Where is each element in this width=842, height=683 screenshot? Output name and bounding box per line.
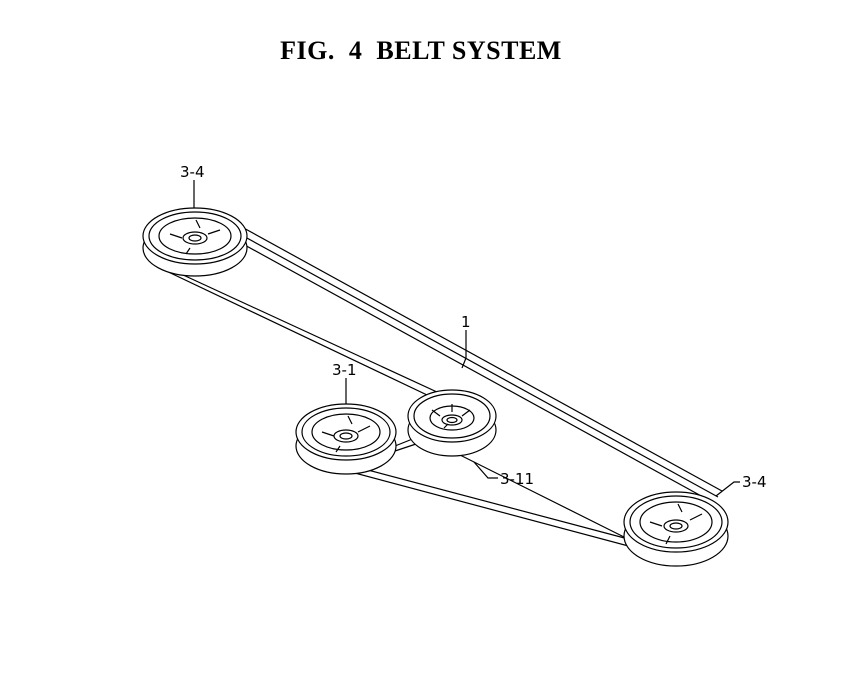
callout-pulley-idler: 3-11: [500, 470, 534, 488]
callout-pulley-top-left: 3-4: [180, 163, 205, 181]
callout-belt: 1: [461, 313, 471, 331]
pulley-idler: [407, 389, 497, 457]
callout-pulley-center: 3-1: [332, 361, 357, 379]
pulley-center: [295, 403, 397, 475]
leader-lines: [193, 180, 740, 497]
pulley-right: [623, 491, 729, 567]
callout-pulley-right: 3-4: [742, 473, 767, 491]
pulley-top-left: [142, 207, 248, 277]
belt-1: [154, 225, 723, 546]
figure-title: FIG. 4 BELT SYSTEM: [280, 36, 562, 65]
